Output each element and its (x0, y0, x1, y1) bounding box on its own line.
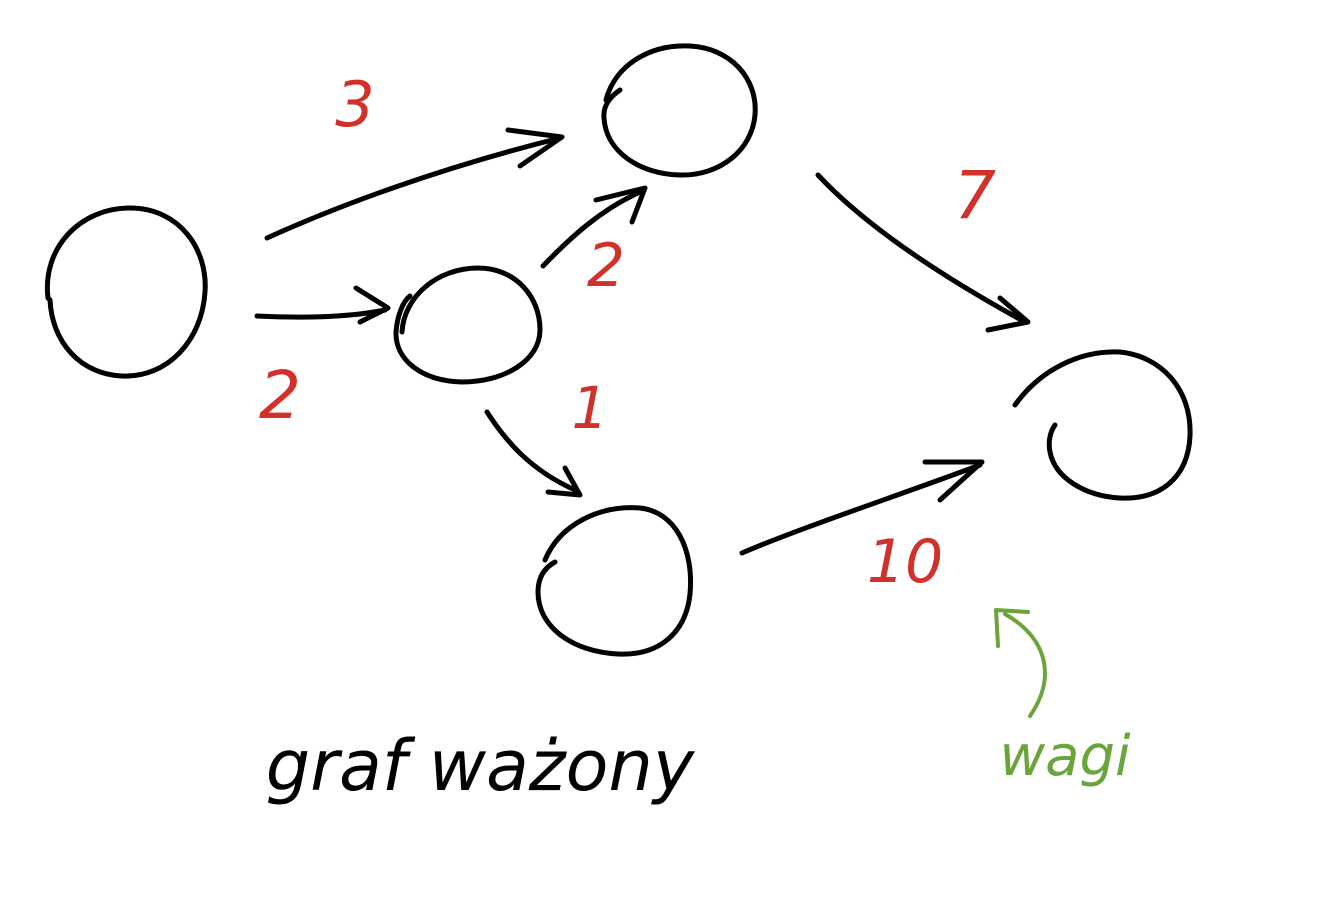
edge-b-c (540, 185, 648, 269)
weight-label: 3 (335, 68, 374, 141)
edge-a-b (254, 285, 391, 325)
annotation-arrow (994, 608, 1047, 718)
annotation-label: wagi (999, 724, 1131, 789)
graph-edges (254, 127, 1031, 556)
diagram-caption: graf ważony (266, 725, 696, 807)
weight-label: 2 (259, 357, 301, 434)
weight-label: 7 (954, 157, 996, 234)
edge-a-c (264, 127, 565, 241)
edge-b-d (484, 409, 583, 498)
weight-label: 10 (867, 527, 943, 597)
graph-node (1012, 349, 1193, 501)
edge-weights: 3 2 2 1 7 10 (259, 68, 996, 597)
weight-label: 1 (572, 374, 609, 442)
graph-node (44, 205, 208, 379)
edge-d-e (739, 459, 985, 556)
graph-node (393, 265, 543, 385)
edge-c-e (815, 172, 1031, 333)
graph-nodes (44, 43, 1193, 657)
graph-node (601, 43, 758, 178)
graph-node (535, 505, 694, 657)
weight-label: 2 (587, 231, 625, 301)
